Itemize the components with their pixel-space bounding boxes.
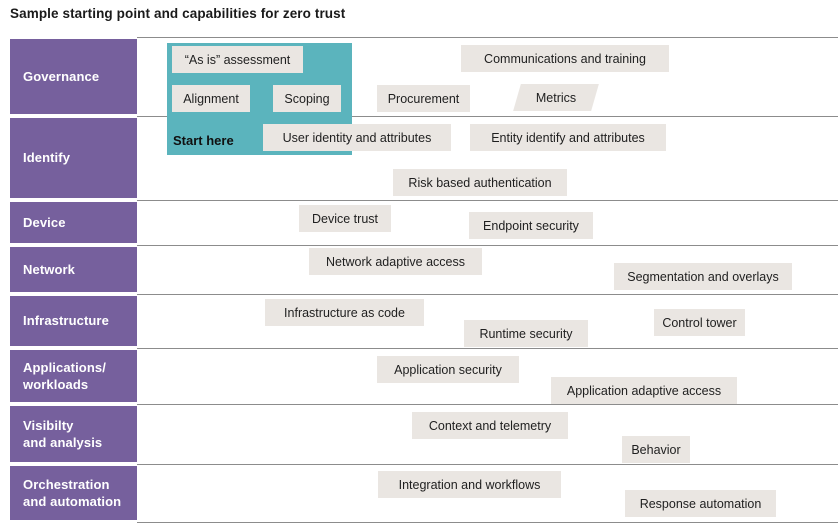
box-shape: [412, 412, 568, 439]
capability-box-endpoint-security: Endpoint security: [469, 212, 593, 239]
capability-box-label: Infrastructure as code: [284, 305, 405, 320]
capability-box-label: Communications and training: [484, 51, 646, 66]
capability-box-communications-and-training: Communications and training: [461, 45, 669, 72]
capability-box-label: Procurement: [387, 91, 460, 106]
capability-box-entity-identify-and-attributes: Entity identify and attributes: [470, 124, 666, 151]
capability-box-response-automation: Response automation: [625, 490, 776, 517]
capability-box-label: Application adaptive access: [566, 383, 722, 398]
row-label-text: Applications/ workloads: [23, 359, 106, 392]
capability-box-label: Scoping: [284, 91, 330, 106]
capability-box-label: Application security: [394, 362, 502, 377]
capability-box-application-security: Application security: [377, 356, 519, 383]
capability-box-label: Segmentation and overlays: [627, 269, 779, 284]
box-shape: [470, 124, 666, 151]
box-shape: [551, 377, 737, 404]
capability-box-label: Network adaptive access: [326, 254, 465, 269]
row-label-governance: Governance: [10, 39, 137, 114]
capability-box-label: Behavior: [631, 442, 681, 457]
row-separator-line: [137, 404, 838, 405]
row-label-text: Identify: [23, 150, 71, 166]
box-shape: [265, 299, 424, 326]
capability-box-procurement: Procurement: [377, 85, 470, 112]
start-here-label: Start here: [173, 133, 234, 148]
row-separator-line: [137, 37, 838, 38]
capability-box-context-and-telemetry: Context and telemetry: [412, 412, 568, 439]
row-label-text: Network: [23, 261, 75, 277]
capability-box-label: Endpoint security: [483, 218, 579, 233]
box-shape: [393, 169, 567, 196]
row-label-text: Orchestration and automation: [23, 476, 122, 509]
capability-box-integration-and-workflows: Integration and workflows: [378, 471, 561, 498]
box-shape: [461, 45, 669, 72]
box-shape: [172, 85, 250, 112]
capability-box-metrics: Metrics: [513, 84, 599, 111]
row-separator-line: [137, 245, 838, 246]
capability-box-label: Context and telemetry: [428, 418, 552, 433]
row-label-orchestration-and-automation: Orchestration and automation: [10, 466, 137, 520]
row-separator-line: [137, 116, 838, 117]
capability-box-alignment: Alignment: [172, 85, 250, 112]
row-separator-line: [137, 348, 838, 349]
capability-box-label: Alignment: [183, 91, 239, 106]
capability-box-label: Metrics: [535, 90, 577, 105]
row-separator-line: [137, 200, 838, 201]
box-shape: [469, 212, 593, 239]
row-label-text: Visibilty and analysis: [23, 417, 103, 450]
row-label-text: Governance: [23, 68, 100, 84]
capability-box-label: Entity identify and attributes: [491, 130, 645, 145]
row-label-text: Infrastructure: [23, 313, 109, 329]
page-title: Sample starting point and capabilities f…: [10, 6, 346, 21]
box-shape: [377, 85, 470, 112]
capability-box-control-tower: Control tower: [654, 309, 745, 336]
capability-box-label: User identity and attributes: [282, 130, 432, 145]
capability-box-label: Runtime security: [479, 326, 573, 341]
capability-box-label: Control tower: [662, 315, 737, 330]
row-label-text: Device: [23, 214, 66, 230]
capability-box-risk-based-authentication: Risk based authentication: [393, 169, 567, 196]
capability-box-runtime-security: Runtime security: [464, 320, 588, 347]
row-separator-line: [137, 464, 838, 465]
row-label-network: Network: [10, 247, 137, 292]
box-shape: [273, 85, 341, 112]
box-shape: [614, 263, 792, 290]
capability-box-as-is-assessment: “As is” assessment: [172, 46, 303, 73]
box-shape: [172, 46, 303, 73]
capability-box-segmentation-and-overlays: Segmentation and overlays: [614, 263, 792, 290]
capability-box-behavior: Behavior: [622, 436, 690, 463]
capability-box-application-adaptive-access: Application adaptive access: [551, 377, 737, 404]
capability-box-label: Response automation: [639, 496, 762, 511]
box-shape: [299, 205, 391, 232]
capability-box-label: “As is” assessment: [184, 52, 291, 67]
box-shape: [464, 320, 588, 347]
box-shape: [377, 356, 519, 383]
row-label-identify: Identify: [10, 118, 137, 198]
capability-box-scoping: Scoping: [273, 85, 341, 112]
capability-box-infrastructure-as-code: Infrastructure as code: [265, 299, 424, 326]
box-shape: [263, 124, 451, 151]
capability-box-label: Integration and workflows: [398, 477, 541, 492]
capability-box-device-trust: Device trust: [299, 205, 391, 232]
box-shape: [654, 309, 745, 336]
box-shape: [378, 471, 561, 498]
row-label-device: Device: [10, 202, 137, 243]
row-separator-line: [137, 294, 838, 295]
row-separator-line: [137, 522, 838, 523]
box-shape: [309, 248, 482, 275]
row-label-infrastructure: Infrastructure: [10, 296, 137, 346]
capability-box-label: Device trust: [312, 211, 378, 226]
capability-box-network-adaptive-access: Network adaptive access: [309, 248, 482, 275]
box-shape: [622, 436, 690, 463]
capability-box-label: Risk based authentication: [408, 175, 552, 190]
capability-box-user-identity-and-attributes: User identity and attributes: [263, 124, 451, 151]
box-shape: [625, 490, 776, 517]
row-label-applications-workloads: Applications/ workloads: [10, 350, 137, 402]
row-label-visibilty-and-analysis: Visibilty and analysis: [10, 406, 137, 462]
